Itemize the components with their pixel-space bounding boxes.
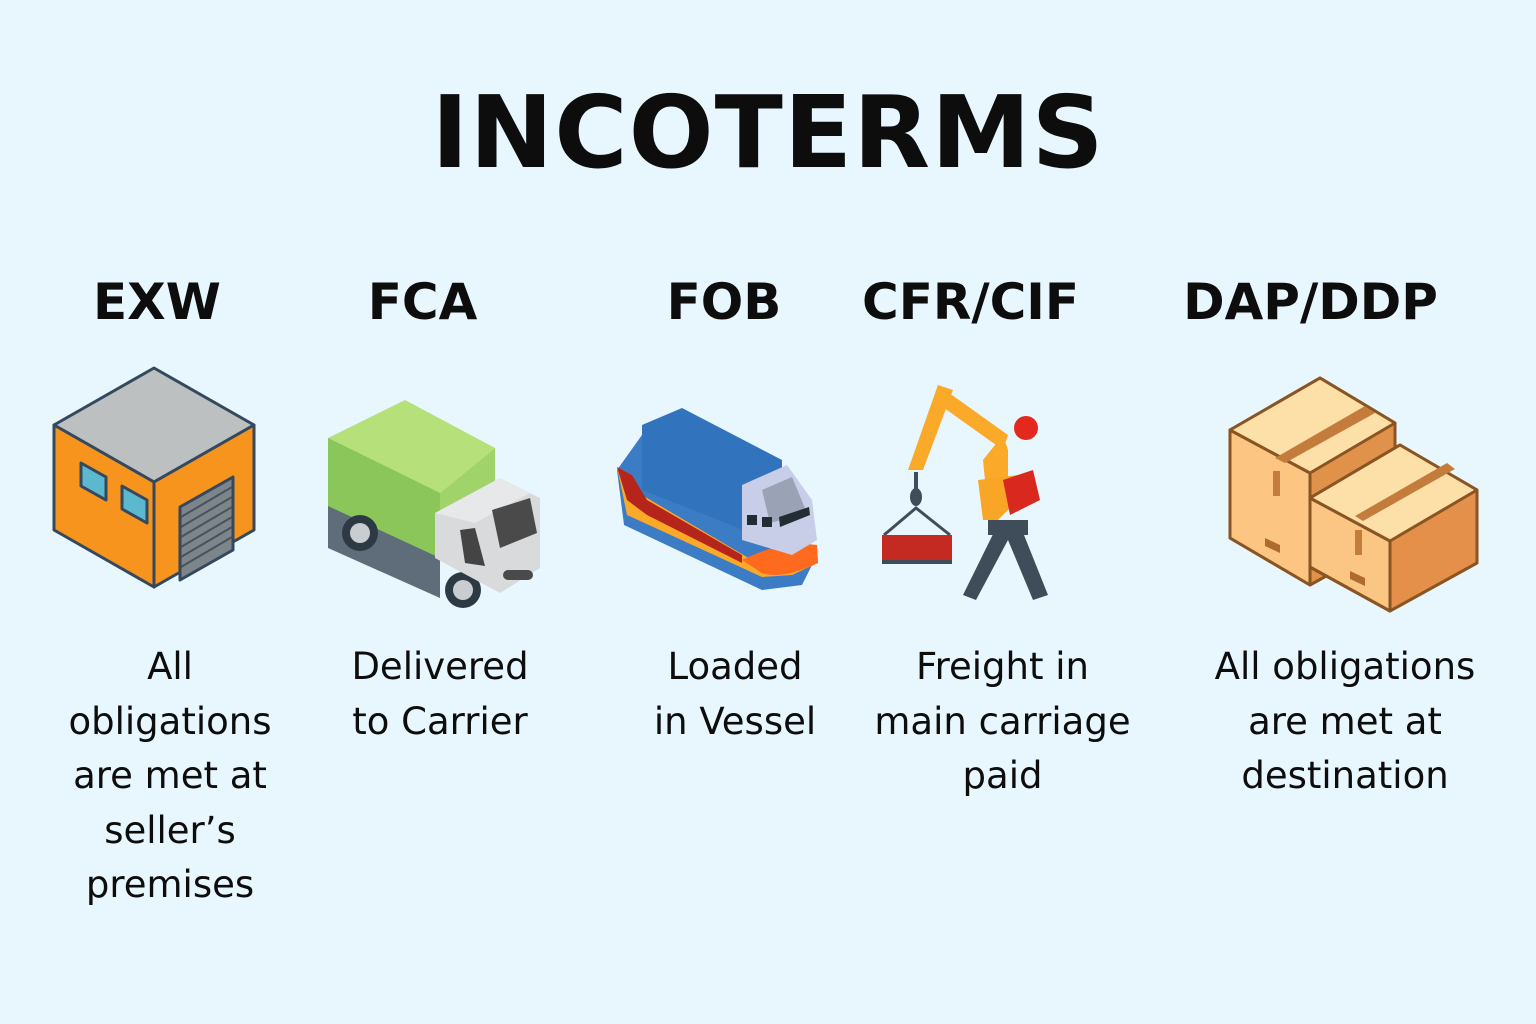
term-code-dap-ddp: DAP/DDP [1183, 273, 1438, 331]
term-code-fob: FOB [666, 273, 782, 331]
term-code-exw: EXW [93, 273, 221, 331]
truck-icon [328, 400, 540, 608]
page-title: INCOTERMS [431, 74, 1105, 191]
term-description-cfr-cif: Freight in main carriage paid [874, 645, 1131, 797]
crane-icon [882, 385, 1048, 600]
term-description-dap-ddp: All obligations are met at destination [1214, 645, 1476, 797]
warehouse-icon [52, 366, 256, 589]
term-code-cfr-cif: CFR/CIF [862, 273, 1080, 331]
term-description-fca: Delivered to Carrier [351, 645, 529, 743]
term-code-fca: FCA [367, 273, 478, 331]
boxes-icon [1228, 376, 1479, 613]
term-description-fob: Loaded in Vessel [653, 645, 817, 743]
ship-icon [617, 408, 818, 590]
term-description-exw: All obligations are met at seller’s prem… [68, 645, 272, 906]
